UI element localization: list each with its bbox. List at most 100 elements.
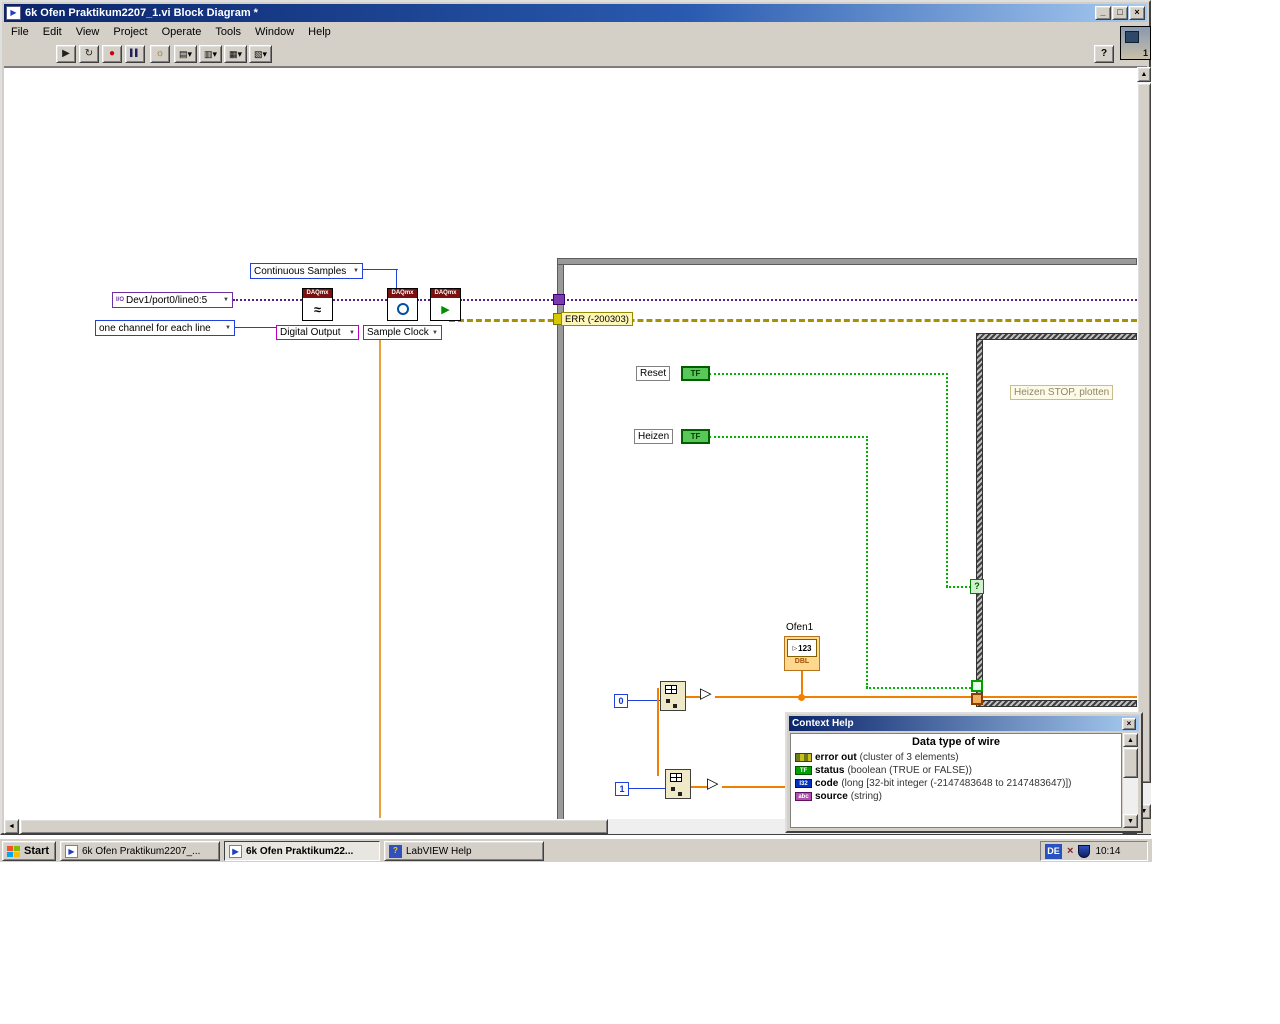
task-button-labview-help[interactable]: ? LabVIEW Help xyxy=(384,841,544,861)
h-scroll-thumb[interactable] xyxy=(20,819,608,834)
loop-tunnel[interactable] xyxy=(553,294,565,305)
help-row: I32 code(long [32-bit integer (-21474836… xyxy=(795,777,1117,790)
numeric-constant-0[interactable]: 0 xyxy=(614,694,628,708)
numeric-wire xyxy=(715,696,1137,698)
scroll-left-button[interactable]: ◄ xyxy=(4,819,19,834)
convert-node[interactable]: ▷ xyxy=(707,775,719,792)
pause-button[interactable]: ▌▌ xyxy=(125,45,145,63)
case-tunnel[interactable] xyxy=(971,680,983,692)
enum-wire xyxy=(362,269,398,270)
help-book-icon: ? xyxy=(389,844,402,858)
reset-boolean-terminal[interactable]: TF xyxy=(681,366,710,381)
labview-vi-icon: ▶ xyxy=(6,6,21,20)
daqmx-timing-vi[interactable]: DAQmx xyxy=(387,288,418,321)
context-help-window[interactable]: Context Help × Data type of wire error o… xyxy=(785,712,1143,833)
task-button-praktikum-2-active[interactable]: ▶ 6k Ofen Praktikum22... xyxy=(224,841,380,861)
titlebar[interactable]: ▶ 6k Ofen Praktikum2207_1.vi Block Diagr… xyxy=(4,4,1147,22)
ofen1-indicator-terminal[interactable]: ▷ 123 DBL xyxy=(784,636,820,671)
context-help-heading: Data type of wire xyxy=(911,736,1001,748)
v-scroll-thumb[interactable] xyxy=(1137,83,1151,783)
maximize-button[interactable]: □ xyxy=(1112,6,1128,20)
daqmx-device-constant[interactable]: I/O Dev1/port0/line0:5 ▼ xyxy=(112,292,233,308)
reset-boolean-wire xyxy=(946,586,978,588)
err-code-label: ERR (-200303) xyxy=(561,312,633,326)
menu-item-help[interactable]: Help xyxy=(308,26,331,38)
close-button[interactable]: × xyxy=(1129,6,1145,20)
windows-flag-icon xyxy=(7,845,20,857)
block-diagram-canvas[interactable]: Continuous Samples ▼ I/O Dev1/port0/line… xyxy=(4,67,1137,819)
menu-item-view[interactable]: View xyxy=(75,26,100,38)
io-icon: I/O xyxy=(116,297,125,303)
index-array-node[interactable] xyxy=(660,681,686,711)
menu-item-edit[interactable]: Edit xyxy=(42,26,62,38)
enum-wire xyxy=(396,269,397,288)
case-tunnel[interactable] xyxy=(971,693,983,705)
vi-icon[interactable]: 1 xyxy=(1120,26,1151,60)
context-help-body: Data type of wire error out(cluster of 3… xyxy=(790,733,1122,828)
numeric-wire xyxy=(722,786,807,788)
align-objects-button[interactable]: ▤▾ xyxy=(174,45,197,63)
menu-item-file[interactable]: File xyxy=(11,26,29,38)
while-loop-border[interactable] xyxy=(557,258,1137,265)
numeric-constant-1[interactable]: 1 xyxy=(615,782,629,796)
menu-item-project[interactable]: Project xyxy=(113,26,148,38)
help-row: abc source(string) xyxy=(795,790,1117,803)
daqmx-start-task-vi[interactable]: DAQmx ▶ xyxy=(430,288,461,321)
enum-digital-output[interactable]: Digital Output ▼ xyxy=(276,325,359,340)
ch-scroll-thumb[interactable] xyxy=(1123,748,1138,778)
minimize-button[interactable]: _ xyxy=(1095,6,1111,20)
menu-item-tools[interactable]: Tools xyxy=(215,26,242,38)
menu-item-window[interactable]: Window xyxy=(255,26,295,38)
tray-shield-icon[interactable] xyxy=(1078,844,1091,858)
scroll-up-button[interactable]: ▲ xyxy=(1137,67,1151,82)
labview-task-icon: ▶ xyxy=(229,844,242,858)
channel-icon: ≈ xyxy=(313,301,322,317)
enum-one-channel[interactable]: one channel for each line ▼ xyxy=(95,320,235,336)
array-icon xyxy=(665,685,677,694)
context-help-button[interactable]: ? xyxy=(1094,45,1114,63)
context-help-scrollbar[interactable]: ▲ ▼ xyxy=(1123,733,1138,828)
task-wire xyxy=(333,299,387,301)
run-continuous-button[interactable]: ↻ xyxy=(79,45,99,63)
reset-boolean-wire xyxy=(946,373,948,587)
enum-continuous-samples[interactable]: Continuous Samples ▼ xyxy=(250,263,363,279)
run-button[interactable]: ▶ xyxy=(56,45,76,63)
while-loop-border[interactable] xyxy=(557,258,564,819)
task-wire xyxy=(233,299,302,301)
resize-objects-button[interactable]: ▦▾ xyxy=(224,45,247,63)
language-indicator[interactable]: DE xyxy=(1045,843,1062,859)
case-structure-border[interactable] xyxy=(976,700,1137,707)
play-icon: ▶ xyxy=(441,303,450,316)
task-wire xyxy=(460,299,1137,301)
case-selector-terminal[interactable]: ? xyxy=(970,579,984,594)
menu-item-operate[interactable]: Operate xyxy=(161,26,202,38)
task-button-praktikum-1[interactable]: ▶ 6k Ofen Praktikum2207_... xyxy=(60,841,220,861)
heizen-boolean-wire xyxy=(709,436,868,438)
scroll-down-button[interactable]: ▼ xyxy=(1123,814,1138,828)
enum-sample-clock[interactable]: Sample Clock ▼ xyxy=(363,325,442,340)
heizen-boolean-terminal[interactable]: TF xyxy=(681,429,710,444)
index-array-node[interactable] xyxy=(665,769,691,799)
ofen1-label: Ofen1 xyxy=(786,622,814,633)
distribute-objects-button[interactable]: ▥▾ xyxy=(199,45,222,63)
context-help-titlebar[interactable]: Context Help × xyxy=(789,716,1139,731)
case-structure-border[interactable] xyxy=(976,333,983,707)
abort-button[interactable]: ● xyxy=(102,45,122,63)
enum-wire xyxy=(235,327,302,328)
scroll-up-button[interactable]: ▲ xyxy=(1123,733,1138,747)
tray-icon-1[interactable]: × xyxy=(1067,845,1074,857)
system-tray: DE × 10:14 xyxy=(1040,841,1148,861)
case-label[interactable]: Heizen STOP, plotten xyxy=(1010,385,1114,400)
error-wire xyxy=(449,319,1137,322)
v-scrollbar[interactable]: ▲ ▼ xyxy=(1137,67,1151,819)
heizen-boolean-wire xyxy=(866,436,868,688)
start-button[interactable]: Start xyxy=(2,841,56,861)
heizen-boolean-wire xyxy=(866,687,978,689)
case-structure-border[interactable] xyxy=(976,333,1137,340)
highlight-execution-button[interactable]: ☼ xyxy=(150,45,170,63)
daqmx-create-channel-vi[interactable]: DAQmx ≈ xyxy=(302,288,333,321)
convert-node[interactable]: ▷ xyxy=(700,685,712,702)
context-help-close-button[interactable]: × xyxy=(1122,717,1136,730)
reorder-objects-button[interactable]: ▧▾ xyxy=(249,45,272,63)
window-title: 6k Ofen Praktikum2207_1.vi Block Diagram… xyxy=(25,7,258,19)
